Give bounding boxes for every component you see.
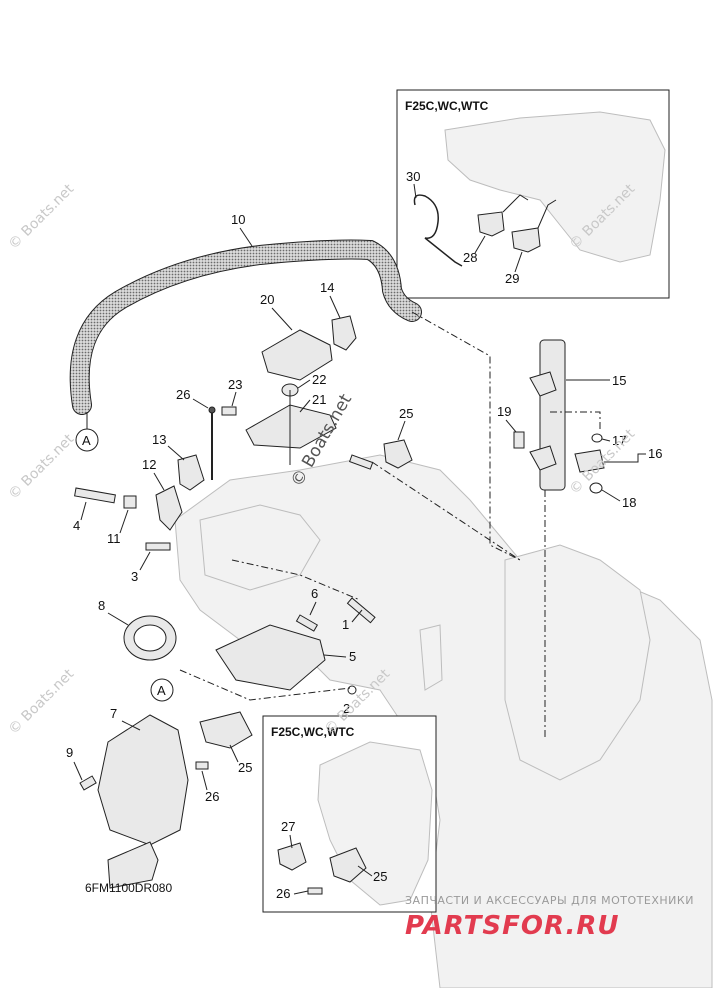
watermark: © Boats.net [6, 431, 78, 503]
brand-logo-text: PARTSFOR.RU [405, 911, 619, 941]
bolt-19 [513, 431, 525, 449]
clip-13 [177, 454, 205, 491]
callout-25: 25 [238, 760, 252, 775]
callout-13: 13 [152, 432, 166, 447]
partsfor-logo: ЗАПЧАСТИ И АКСЕССУАРЫ ДЛЯ МОТОТЕХНИКИ PA… [405, 894, 694, 941]
reference-marker-bottom: A [150, 678, 174, 702]
callout-1: 1 [342, 617, 349, 632]
callout-6: 6 [311, 586, 318, 601]
callout-18: 18 [622, 495, 636, 510]
decal [107, 841, 159, 889]
inset-bottom-title: F25C,WC,WTC [271, 725, 355, 739]
callout-7: 7 [110, 706, 117, 721]
bolt-4 [74, 487, 116, 504]
cover-7 [97, 714, 189, 846]
callout-30: 30 [406, 169, 420, 184]
clamp-24 [383, 439, 413, 469]
callout-26: 26 [205, 789, 219, 804]
clamp-29 [511, 227, 541, 253]
callout-3: 3 [131, 569, 138, 584]
callout-27: 27 [281, 819, 295, 834]
callout-11: 11 [107, 531, 121, 546]
bracket-12 [155, 485, 183, 531]
bracket-20 [261, 329, 333, 381]
callout-22: 22 [312, 372, 326, 387]
marker-a-bottom-label: A [157, 683, 166, 698]
bolt-6 [295, 614, 319, 632]
callout-17: 17 [612, 433, 626, 448]
o-ring-18 [589, 482, 603, 494]
callout-28: 28 [463, 250, 477, 265]
callout-26-inset: 26 [276, 886, 290, 901]
injector-16 [574, 449, 605, 473]
reference-marker-top: A [75, 412, 99, 452]
clip-27 [277, 842, 307, 871]
callout-19: 19 [497, 404, 511, 419]
bolt-9 [79, 775, 97, 791]
spacer-11 [123, 495, 137, 509]
callout-14: 14 [320, 280, 334, 295]
callout-15: 15 [612, 373, 626, 388]
callout-24: 25 [399, 406, 413, 421]
callout-4: 4 [73, 518, 80, 533]
callout-29: 29 [505, 271, 519, 286]
bolt-3 [145, 542, 171, 551]
grommet-14 [331, 315, 357, 351]
callout-12: 12 [142, 457, 156, 472]
callout-23: 23 [228, 377, 242, 392]
bracket-25-inset [329, 847, 367, 883]
o-ring-17 [591, 433, 603, 443]
inset-bottom: F25C,WC,WTC 27 25 26 [262, 715, 437, 913]
bracket-25 [199, 711, 253, 749]
drawing-code: 6FM1100DR080 [85, 881, 172, 895]
brand-tagline: ЗАПЧАСТИ И АКСЕССУАРЫ ДЛЯ МОТОТЕХНИКИ [405, 894, 694, 907]
engine-block-background [174, 454, 713, 988]
callout-5: 5 [349, 649, 356, 664]
bolt-23 [221, 406, 237, 416]
callout-9: 9 [66, 745, 73, 760]
callout-25-inset: 25 [373, 869, 387, 884]
callout-21: 21 [312, 392, 326, 407]
callout-2: 2 [343, 701, 350, 716]
hose-10 [69, 239, 422, 415]
clamp-28 [477, 211, 505, 237]
inset-top: F25C,WC,WTC 30 28 29 [396, 89, 670, 299]
callout-8: 8 [98, 598, 105, 613]
marker-a-top-label: A [82, 433, 91, 448]
callout-16: 16 [648, 446, 662, 461]
callout-10: 10 [231, 212, 245, 227]
cable-tie-30 [413, 194, 463, 267]
watermark: © Boats.net [6, 181, 78, 253]
bracket-5 [215, 624, 326, 691]
bolt-26 [195, 761, 209, 770]
callout-20: 20 [260, 292, 274, 307]
inset-top-title: F25C,WC,WTC [405, 99, 489, 113]
bolt-26-inset [307, 887, 323, 895]
callout-31: 26 [176, 387, 190, 402]
watermark: © Boats.net [6, 666, 78, 738]
